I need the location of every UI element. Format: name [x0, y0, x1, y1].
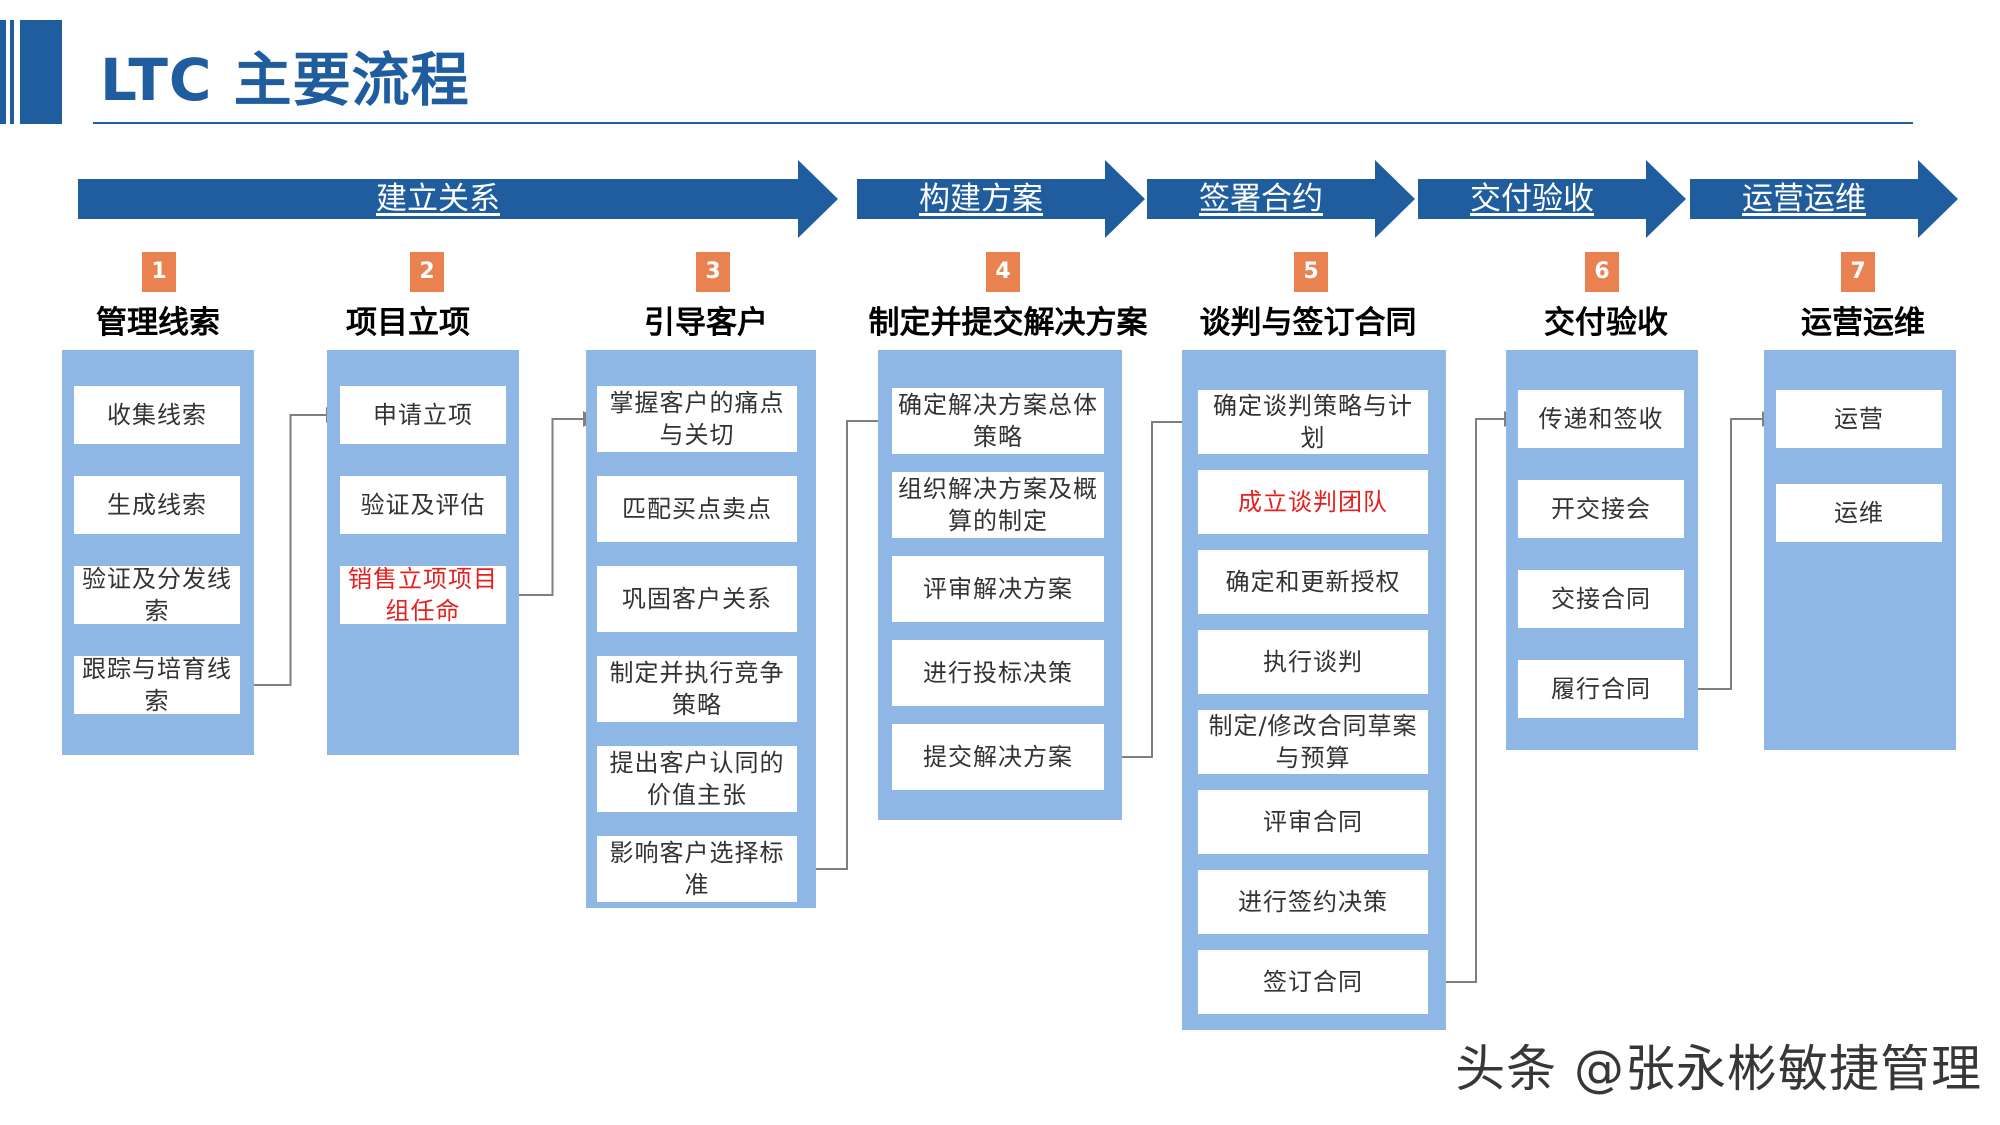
process-step: 生成线索 — [74, 476, 240, 534]
process-step: 履行合同 — [1518, 660, 1684, 718]
process-step: 进行投标决策 — [892, 640, 1104, 706]
column-title-6: 交付验收 — [1544, 305, 1668, 341]
process-step: 执行谈判 — [1198, 630, 1428, 694]
column-link-connector — [240, 407, 342, 686]
step-number-badge-2: 2 — [410, 252, 444, 292]
column-link-connector — [1684, 411, 1778, 690]
process-step: 影响客户选择标准 — [597, 836, 797, 902]
stage-label-5: 运营运维 — [1742, 181, 1866, 217]
stage-label-3: 签署合约 — [1199, 181, 1323, 217]
process-step: 确定和更新授权 — [1198, 550, 1428, 614]
process-step: 掌握客户的痛点与关切 — [597, 386, 797, 452]
column-link-connector — [797, 413, 894, 870]
process-step: 确定解决方案总体策略 — [892, 388, 1104, 454]
column-title-7: 运营运维 — [1801, 305, 1925, 341]
process-step: 传递和签收 — [1518, 390, 1684, 448]
process-step: 制定并执行竞争策略 — [597, 656, 797, 722]
column-title-4: 制定并提交解决方案 — [868, 305, 1148, 341]
stage-arrow-4 — [1418, 160, 1686, 238]
process-step: 巩固客户关系 — [597, 566, 797, 632]
process-step: 运营 — [1776, 390, 1942, 448]
column-title-3: 引导客户 — [644, 305, 768, 341]
step-number-badge-7: 7 — [1841, 252, 1875, 292]
stage-arrow-1 — [78, 160, 838, 238]
title-divider — [93, 122, 1913, 124]
column-title-1: 管理线索 — [96, 305, 220, 341]
process-step: 运维 — [1776, 484, 1942, 542]
process-step: 销售立项项目组任命 — [340, 565, 506, 625]
process-step: 开交接会 — [1518, 480, 1684, 538]
process-step: 评审解决方案 — [892, 556, 1104, 622]
step-number-badge-4: 4 — [986, 252, 1020, 292]
title-accent-bars — [0, 20, 62, 124]
column-link-connector — [1104, 414, 1200, 758]
process-step: 申请立项 — [340, 386, 506, 444]
process-step: 组织解决方案及概算的制定 — [892, 472, 1104, 538]
process-step: 收集线索 — [74, 386, 240, 444]
process-step: 跟踪与培育线索 — [74, 655, 240, 715]
stage-arrow-5 — [1690, 160, 1958, 238]
process-step: 验证及评估 — [340, 476, 506, 534]
column-title-2: 项目立项 — [346, 305, 470, 341]
stage-label-2: 构建方案 — [919, 181, 1043, 217]
stage-label-1: 建立关系 — [376, 181, 500, 217]
column-title-5: 谈判与签订合同 — [1199, 305, 1417, 341]
process-step: 成立谈判团队 — [1198, 470, 1428, 534]
process-step: 匹配买点卖点 — [597, 476, 797, 542]
stage-label-4: 交付验收 — [1470, 181, 1594, 217]
process-step: 评审合同 — [1198, 790, 1428, 854]
process-step: 签订合同 — [1198, 950, 1428, 1014]
step-number-badge-6: 6 — [1585, 252, 1619, 292]
process-step: 验证及分发线索 — [74, 565, 240, 625]
watermark: 头条 @张永彬敏捷管理 — [1455, 1040, 1982, 1098]
page-title: LTC 主要流程 — [100, 46, 470, 114]
process-step: 提交解决方案 — [892, 724, 1104, 790]
column-link-connector — [506, 411, 599, 596]
process-step: 进行签约决策 — [1198, 870, 1428, 934]
stage-arrow-3 — [1147, 160, 1415, 238]
process-step: 提出客户认同的价值主张 — [597, 746, 797, 812]
column-link-connector — [1428, 411, 1520, 983]
step-number-badge-3: 3 — [696, 252, 730, 292]
step-number-badge-1: 1 — [142, 252, 176, 292]
step-number-badge-5: 5 — [1294, 252, 1328, 292]
process-step: 确定谈判策略与计划 — [1198, 390, 1428, 454]
process-step: 交接合同 — [1518, 570, 1684, 628]
process-step: 制定/修改合同草案与预算 — [1198, 710, 1428, 774]
stage-arrow-2 — [857, 160, 1145, 238]
